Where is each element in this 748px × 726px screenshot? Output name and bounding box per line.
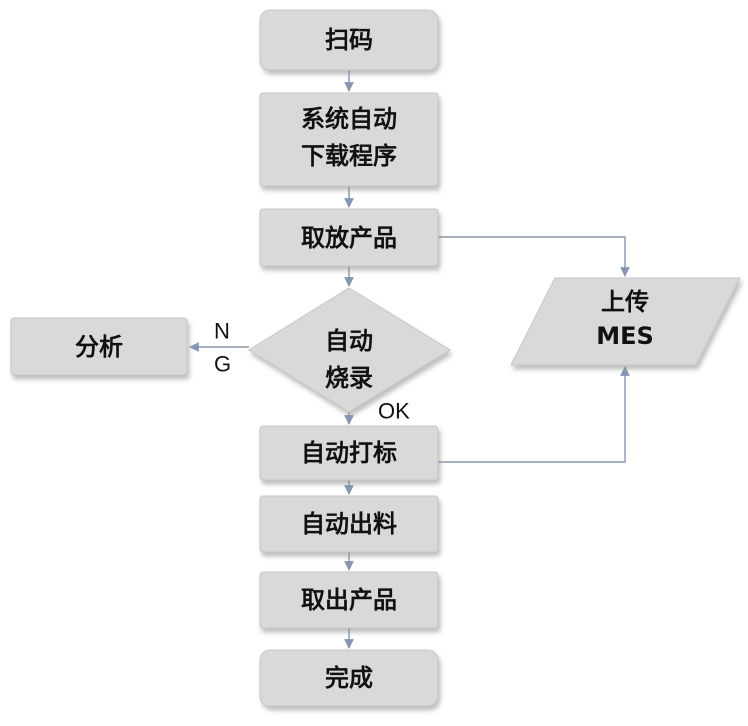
edge-mark-to-upload: [437, 366, 630, 463]
node-download: 系统自动 下载程序: [259, 92, 439, 187]
node-take-out-product: 取出产品: [259, 571, 439, 629]
node-pick-product: 取放产品: [259, 208, 439, 267]
node-analysis-label: 分析: [75, 333, 123, 361]
connectors: [189, 70, 630, 649]
edge-pick-to-upload: [437, 236, 630, 277]
edge-label-ng-n: N: [214, 319, 230, 344]
nodes: 扫码 系统自动 下载程序 取放产品 自动 烧录 分析 上传 MES 自动打标: [10, 9, 741, 707]
node-download-label-line2: 下载程序: [301, 142, 397, 170]
node-upload-mes-label-line2: MES: [596, 322, 654, 350]
node-done-label: 完成: [325, 664, 373, 692]
edge-labels: N G OK: [214, 319, 410, 424]
node-auto-mark: 自动打标: [259, 425, 439, 481]
node-take-out-product-label: 取出产品: [301, 586, 397, 614]
node-analysis: 分析: [10, 317, 188, 376]
node-scan: 扫码: [259, 9, 439, 71]
node-done: 完成: [259, 649, 439, 707]
node-auto-unload-label: 自动出料: [301, 510, 397, 538]
edge-label-ok: OK: [378, 399, 410, 424]
node-auto-unload: 自动出料: [259, 495, 439, 553]
edge-label-ng-g: G: [214, 352, 231, 377]
node-download-label-line1: 系统自动: [301, 105, 397, 133]
node-auto-burn-label-line2: 烧录: [325, 364, 373, 392]
node-upload-mes-label-line1: 上传: [601, 288, 649, 316]
node-auto-burn-decision: 自动 烧录: [248, 287, 451, 413]
node-upload-mes: 上传 MES: [510, 277, 741, 366]
node-auto-burn-label-line1: 自动: [325, 327, 373, 355]
node-auto-mark-label: 自动打标: [301, 439, 397, 467]
node-pick-product-label: 取放产品: [301, 224, 397, 252]
node-scan-label: 扫码: [325, 26, 373, 54]
